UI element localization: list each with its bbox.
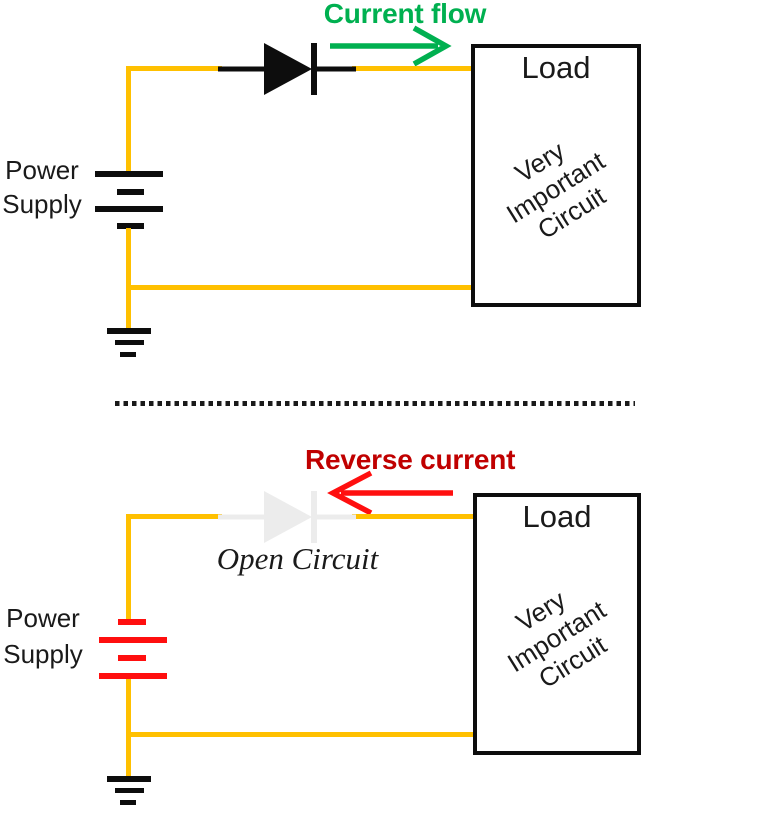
wire-bottom [126, 285, 473, 290]
battery-bar-short [118, 619, 146, 625]
power-supply-line1: Power [5, 155, 79, 185]
load-box: Load Very Important Circuit [473, 493, 641, 755]
ground-bar-1 [107, 328, 151, 334]
battery-bar-long [95, 171, 163, 177]
battery-bar-short [117, 223, 144, 229]
reverse-current-label: Reverse current [305, 444, 516, 475]
dotted-divider-line [115, 401, 635, 406]
diode-icon [218, 43, 356, 95]
ground-bar-3 [120, 352, 136, 357]
open-circuit-label: Open Circuit [216, 541, 379, 576]
power-supply-line1: Power [6, 603, 80, 633]
battery-bar-long [99, 673, 167, 679]
power-supply-label: Power Supply [0, 153, 84, 221]
power-supply-line2: Supply [2, 189, 82, 219]
battery-bar-short [118, 655, 146, 661]
wire-top-right [352, 66, 472, 71]
load-title: Load [521, 50, 591, 85]
power-supply-label: Power Supply [0, 600, 86, 672]
wire-top-right [352, 514, 474, 519]
wire-left-vertical-lower [126, 228, 131, 332]
wire-left-vertical-lower [126, 679, 131, 780]
wire-top-left [126, 66, 222, 71]
ground-bar-2 [115, 340, 144, 345]
battery-bar-short [117, 189, 144, 195]
power-supply-line2: Supply [3, 639, 83, 669]
ground-bar-3 [120, 800, 136, 805]
battery-bar-long [99, 637, 167, 643]
reverse-arrow-icon [327, 470, 453, 516]
diode-disabled-icon [218, 491, 356, 543]
load-title: Load [522, 499, 592, 534]
load-rotated-text: Very Important Circuit [487, 570, 628, 704]
load-box: Load Very Important Circuit [471, 44, 641, 307]
current-flow-arrow-icon [330, 25, 452, 67]
wire-bottom [126, 732, 475, 737]
wire-left-vertical-upper [126, 514, 131, 620]
wire-top-left [126, 514, 222, 519]
battery-bar-long [95, 206, 163, 212]
load-rotated-text: Very Important Circuit [486, 121, 627, 255]
ground-bar-1 [107, 776, 151, 782]
wire-left-vertical-upper [126, 66, 131, 174]
ground-bar-2 [115, 788, 144, 793]
current-flow-label: Current flow [323, 0, 487, 29]
